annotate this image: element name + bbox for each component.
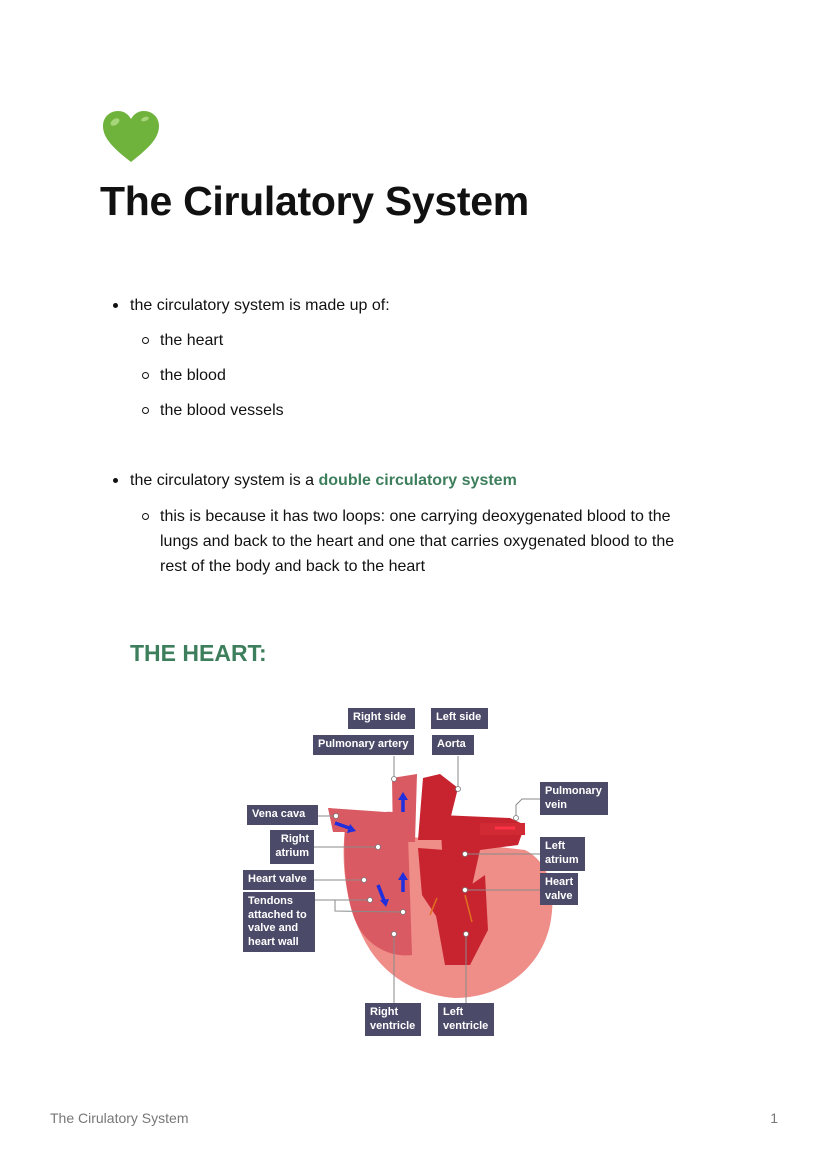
label-pulmonary-artery: Pulmonary artery xyxy=(313,735,414,755)
sub-bullet-text: rest of the body and back to the heart xyxy=(160,558,426,575)
label-left-ventricle: Left ventricle xyxy=(438,1003,494,1036)
highlight-term: double circulatory system xyxy=(318,472,517,489)
heart-illustration xyxy=(314,756,553,1004)
bullet xyxy=(113,303,118,308)
label-right-side: Right side xyxy=(348,708,415,729)
bullet-text-prefix: the circulatory system is a xyxy=(130,472,319,489)
footer-title: The Cirulatory System xyxy=(50,1110,189,1126)
label-tendons: Tendons attached to valve and heart wall xyxy=(243,892,315,952)
sub-bullet-text: the heart xyxy=(160,332,224,349)
heart-diagram: Right side Left side Pulmonary artery Ao… xyxy=(240,700,620,1040)
sub-bullet-text: lungs and back to the heart and one that… xyxy=(160,533,675,550)
sub-bullet-text: the blood vessels xyxy=(160,402,284,419)
label-aorta: Aorta xyxy=(432,735,474,755)
label-left-atrium: Left atrium xyxy=(540,837,585,871)
page-number: 1 xyxy=(770,1110,778,1126)
label-pulmonary-vein: Pulmonary vein xyxy=(540,782,608,815)
label-right-ventricle: Right ventricle xyxy=(365,1003,421,1036)
sub-bullet xyxy=(142,407,149,414)
sub-bullet-text: this is because it has two loops: one ca… xyxy=(160,508,671,525)
sub-bullet xyxy=(142,513,149,520)
bullet-text: the circulatory system is a double circu… xyxy=(130,468,517,493)
sub-bullet xyxy=(142,337,149,344)
label-heart-valve-right-side: Heart valve xyxy=(243,870,314,890)
sub-bullet-text: the blood xyxy=(160,367,226,384)
section-heading: THE HEART: xyxy=(130,640,267,666)
label-left-side: Left side xyxy=(431,708,488,729)
sub-bullet xyxy=(142,372,149,379)
green-heart-icon xyxy=(103,111,159,162)
label-vena-cava: Vena cava xyxy=(247,805,318,825)
label-right-atrium: Right atrium xyxy=(270,830,314,864)
page-title: The Cirulatory System xyxy=(100,178,529,224)
bullet xyxy=(113,478,118,483)
bullet-text: the circulatory system is made up of: xyxy=(130,297,390,314)
label-heart-valve-left-side: Heart valve xyxy=(540,873,578,905)
